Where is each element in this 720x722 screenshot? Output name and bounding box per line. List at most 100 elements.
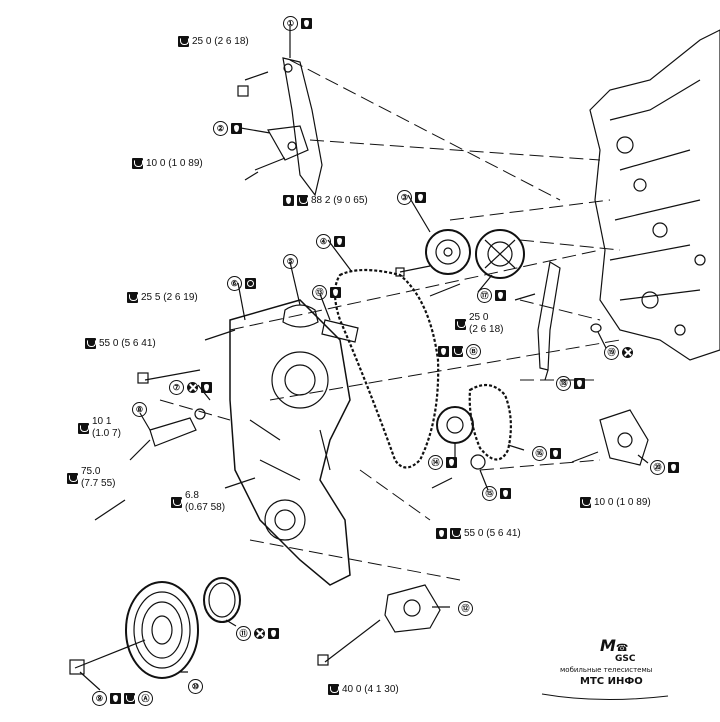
torque-label-12: 40 0 (4 1 30) [328, 684, 399, 695]
callout-11: ⑪ [236, 626, 279, 641]
torque-value-imperial: (1.0 7) [92, 428, 121, 439]
watermark-line1: мобильные телесистемы [560, 666, 653, 674]
seal-icon [245, 278, 256, 289]
oil-icon [268, 628, 279, 639]
oil-icon [495, 290, 506, 301]
watermark-brand: GSC [615, 654, 636, 664]
torque-value: 10 0 (1 0 89) [594, 497, 651, 508]
callout-number: ⑤ [283, 254, 298, 269]
oil-icon [668, 462, 679, 473]
torque-value: 40 0 (4 1 30) [342, 684, 399, 695]
torque-value: 10 1 [92, 416, 112, 427]
callout-19: ⑲ [604, 345, 633, 360]
torque-wrench-icon [124, 693, 135, 704]
torque-value: 75.0 [81, 466, 101, 477]
torque-value: 25 5 (2 6 19) [141, 292, 198, 303]
torque-label-7: 10 1(1.0 7) [78, 416, 121, 440]
callout-number: ⑲ [604, 345, 619, 360]
replace-x-icon [622, 347, 633, 358]
callout-18: ⑱ [556, 376, 585, 391]
callout-6: ⑥ [227, 276, 256, 291]
torque-value: 25 0 (2 6 18) [192, 36, 249, 47]
callout-number: ② [213, 121, 228, 136]
oil-icon [446, 457, 457, 468]
callout-number: ⑳ [650, 460, 665, 475]
torque-value: 88 2 (9 0 65) [311, 195, 368, 206]
letter-b-marker: Ⓑ [466, 344, 481, 359]
oil-icon [500, 488, 511, 499]
torque-value-imperial: (2 6 18) [469, 324, 504, 335]
torque-label-11: 10 0 (1 0 89) [580, 497, 651, 508]
callout-number: ⑮ [482, 486, 497, 501]
torque-wrench-icon [85, 338, 96, 349]
callout-number: ⑬ [312, 285, 327, 300]
oil-icon [201, 382, 212, 393]
torque-value: 25 0 [469, 312, 489, 323]
oil-icon [330, 287, 341, 298]
torque-wrench-icon [127, 292, 138, 303]
torque-label-6: 25 0(2 6 18) [455, 312, 503, 336]
oil-icon [301, 18, 312, 29]
torque-label-1: 25 0 (2 6 18) [178, 36, 249, 47]
callout-number: ⑪ [236, 626, 251, 641]
callout-number: ⑱ [556, 376, 571, 391]
callout-14: ⑭ [428, 455, 457, 470]
callout-number: ③ [397, 190, 412, 205]
oil-icon [438, 346, 449, 357]
callout-5: ⑤ [283, 254, 298, 269]
replace-x-icon [254, 628, 265, 639]
letter-b-label: Ⓑ [438, 344, 481, 359]
callout-10: ⑩ [188, 679, 203, 694]
oil-icon [231, 123, 242, 134]
callout-17: ⑰ [477, 288, 506, 303]
torque-value-imperial: (7.7 55) [81, 478, 116, 489]
callout-number: ⑨ [92, 691, 107, 706]
watermark-line2: МТС ИНФО [580, 676, 643, 687]
torque-wrench-icon [171, 496, 182, 508]
callout-number: ⑰ [477, 288, 492, 303]
torque-wrench-icon [297, 195, 308, 206]
torque-wrench-icon [450, 528, 461, 539]
torque-label-3: 88 2 (9 0 65) [283, 195, 368, 206]
callout-number: ⑩ [188, 679, 203, 694]
callout-3: ③ [397, 190, 426, 205]
callout-number: ⑭ [428, 455, 443, 470]
torque-value: 55 0 (5 6 41) [464, 528, 521, 539]
callout-20: ⑳ [650, 460, 679, 475]
torque-wrench-icon [78, 422, 89, 434]
callout-number: ① [283, 16, 298, 31]
oil-icon [574, 378, 585, 389]
callout-number: ⑥ [227, 276, 242, 291]
oil-icon [415, 192, 426, 203]
callout-number: ⑯ [532, 446, 547, 461]
torque-value: 6.8 [185, 490, 199, 501]
torque-label-8: 75.0(7.7 55) [67, 466, 115, 490]
oil-icon [110, 693, 121, 704]
callout-2: ② [213, 121, 242, 136]
torque-wrench-icon [178, 36, 189, 47]
oil-icon [436, 528, 447, 539]
callout-16: ⑯ [532, 446, 561, 461]
torque-value-imperial: (0.67 58) [185, 502, 226, 513]
torque-wrench-icon [455, 318, 466, 330]
torque-label-9: 6.8(0.67 58) [171, 490, 225, 514]
callout-7: ⑦ [169, 380, 212, 395]
torque-label-10: 55 0 (5 6 41) [436, 528, 521, 539]
watermark-underline [541, 693, 669, 701]
callout-number: ⑦ [169, 380, 184, 395]
oil-icon [283, 195, 294, 206]
callout-1: ① [283, 16, 312, 31]
oil-icon [334, 236, 345, 247]
torque-label-5: 55 0 (5 6 41) [85, 338, 156, 349]
callout-number: ④ [316, 234, 331, 249]
callout-13: ⑬ [312, 285, 341, 300]
callout-12: ⑫ [458, 601, 473, 616]
torque-wrench-icon [328, 684, 339, 695]
oil-icon [550, 448, 561, 459]
torque-label-2: 10 0 (1 0 89) [132, 158, 203, 169]
letter-a-marker: Ⓐ [138, 691, 153, 706]
callout-8: ⑧ [132, 402, 147, 417]
torque-value: 55 0 (5 6 41) [99, 338, 156, 349]
